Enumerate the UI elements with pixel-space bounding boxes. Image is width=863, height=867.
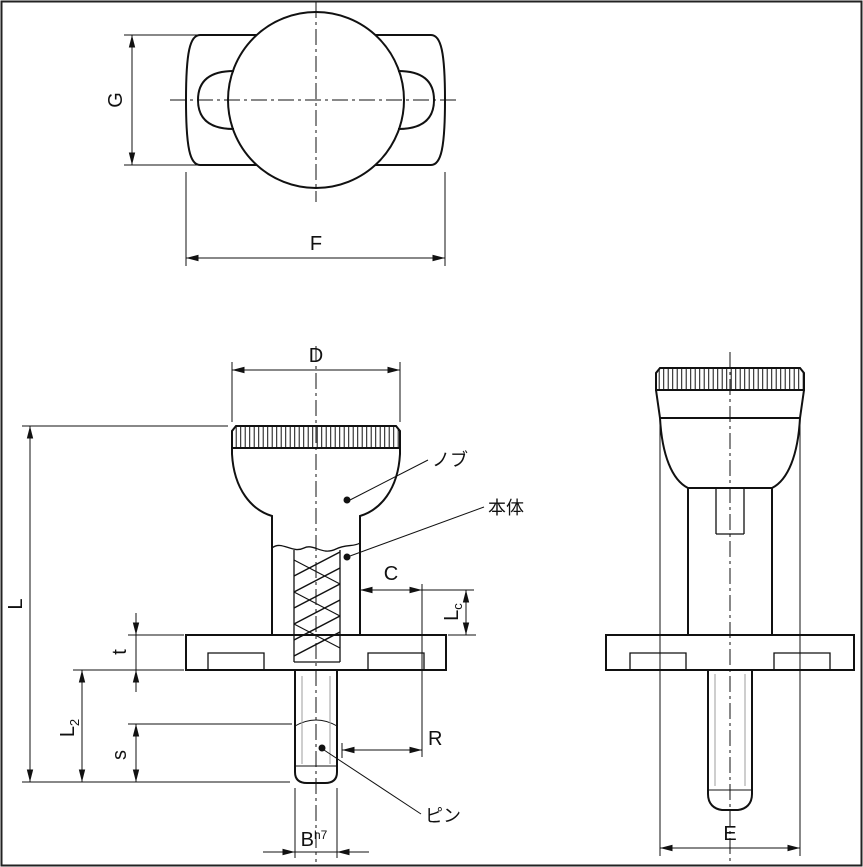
pin-front (294, 670, 338, 784)
stem-lock-slot (715, 488, 745, 535)
flange-side (605, 634, 855, 671)
dim-E-label: E (723, 823, 736, 845)
top-view: G F (105, 2, 460, 266)
dim-L: L (5, 425, 290, 783)
side-view: E (605, 352, 855, 862)
dim-L2-label: L2 (57, 719, 82, 737)
dim-Lc-label: Lc (441, 603, 465, 621)
dim-Lc: Lc (441, 590, 476, 636)
callout-pin-label: ピン (425, 806, 461, 826)
spring-hatch (293, 551, 341, 657)
dim-G-label: G (105, 92, 127, 108)
flange-slot-left-side (629, 652, 687, 670)
knob-knurl-band (231, 425, 401, 449)
pin-tip-side (707, 793, 753, 811)
dim-s: s (109, 723, 292, 782)
dim-L-label: L (5, 598, 27, 609)
section-break-line (271, 542, 361, 552)
callout-body-dot (343, 553, 351, 561)
dim-F: F (185, 172, 446, 266)
callout-pin: ピン (318, 744, 461, 826)
flange-slot-right (367, 652, 425, 670)
callout-knob-label: ノブ (432, 449, 468, 470)
callout-knob-dot (343, 496, 351, 504)
spring-bore (293, 550, 341, 663)
flange-front (185, 634, 447, 671)
dim-G: G (105, 34, 198, 166)
dim-B-label: Bh7 (301, 828, 328, 851)
dim-t-label: t (109, 649, 131, 655)
knob-skirt-left-side (655, 389, 689, 635)
pin-seat-arc (294, 719, 338, 727)
dim-t: t (109, 613, 184, 692)
knob-knurl-band-side (655, 367, 805, 391)
dim-B: Bh7 (263, 788, 369, 858)
dim-D: D (231, 345, 401, 422)
flange-slot-left (207, 652, 265, 670)
dim-C-label: C (384, 563, 398, 585)
front-view: D L t L2 s (5, 345, 524, 862)
knob-skirt-left (231, 448, 273, 635)
knob-skirt-right-side (771, 389, 805, 635)
dim-D-label: D (309, 345, 323, 367)
callout-pin-dot (318, 744, 326, 752)
dim-E: E (659, 424, 801, 856)
dim-s-label: s (109, 750, 131, 760)
flange-slot-right-side (773, 652, 831, 670)
pin-tip-front (294, 771, 338, 784)
dim-C: C (360, 563, 474, 757)
dim-L2: L2 (57, 669, 184, 782)
dim-R: R (341, 728, 442, 758)
callout-body-label: 本体 (488, 498, 524, 518)
dim-R-label: R (428, 728, 442, 750)
dim-F-label: F (310, 233, 322, 255)
pin-side (707, 670, 753, 811)
callout-body: 本体 (343, 498, 524, 561)
callout-knob: ノブ (343, 449, 468, 504)
knob-skirt-right (359, 448, 401, 635)
